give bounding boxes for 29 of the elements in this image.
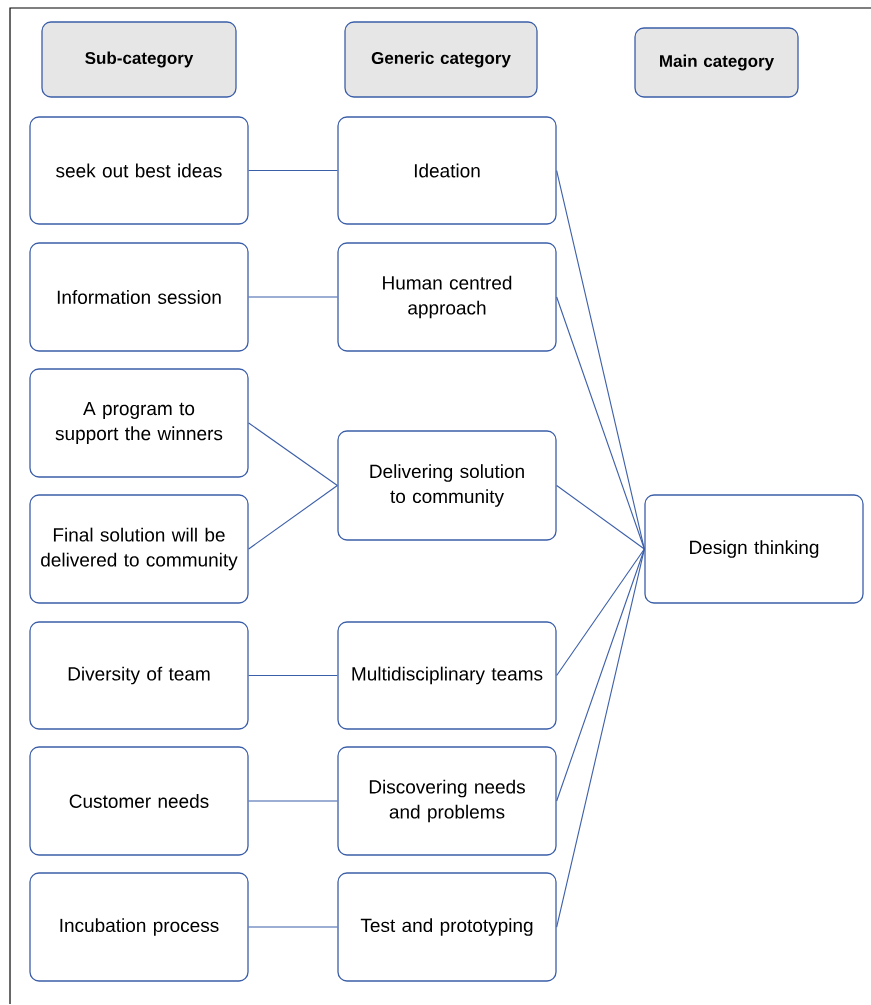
item-box: Discovering needs and problems [337, 746, 557, 856]
item-box: Delivering solution to community [337, 430, 557, 541]
item-box: Test and prototyping [337, 872, 557, 982]
connector-line [248, 926, 338, 928]
connector-line [248, 422, 338, 487]
item-box: Final solution will be delivered to community [29, 494, 249, 604]
category-box: Design thinking [644, 494, 864, 604]
item-box: Information session [29, 242, 249, 352]
connector-line [556, 296, 645, 550]
connector-line [248, 674, 338, 677]
header-box: Main category [634, 27, 799, 98]
item-box: Diversity of team [29, 621, 249, 730]
item-box: Multidisciplinary teams [337, 621, 557, 730]
connector-line [248, 296, 338, 298]
item-box: Incubation process [29, 872, 249, 982]
connector-line [248, 169, 338, 172]
item-box: Customer needs [29, 746, 249, 856]
connector-line [556, 484, 645, 550]
header-box: Sub-category [41, 21, 237, 98]
connector-line [248, 800, 338, 802]
connector-line [556, 548, 645, 928]
connector-line [556, 548, 645, 677]
connector-line [248, 484, 338, 550]
item-box: seek out best ideas [29, 116, 249, 225]
connector-line [556, 548, 645, 802]
item-box: Human centred approach [337, 242, 557, 352]
item-box: A program to support the winners [29, 368, 249, 478]
header-box: Generic category [344, 21, 538, 98]
item-box: Ideation [337, 116, 557, 225]
